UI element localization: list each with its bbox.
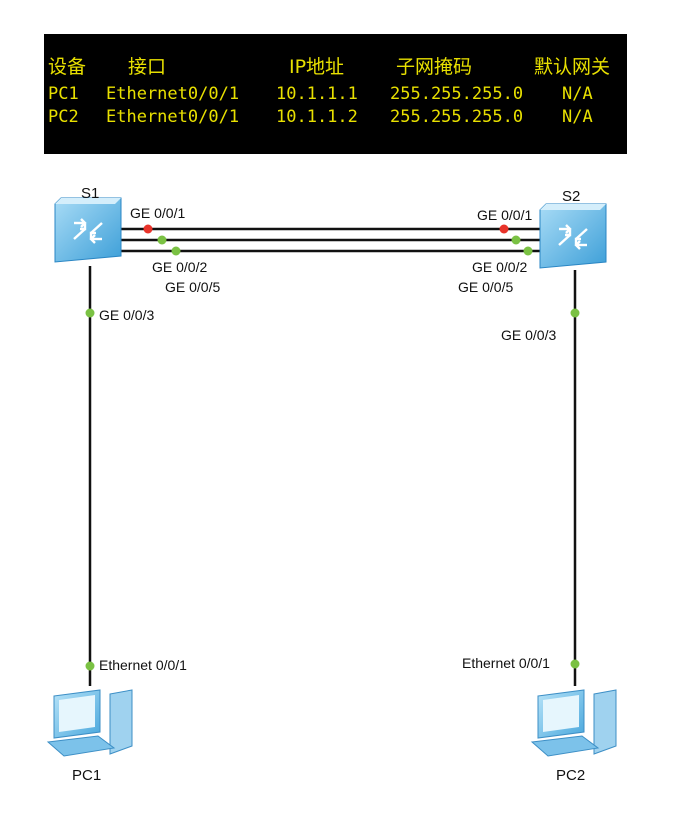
port-status-dot bbox=[85, 661, 95, 671]
port-status-dot bbox=[157, 235, 167, 245]
header-device: 设备 bbox=[48, 56, 87, 78]
row1-device: PC1 bbox=[48, 84, 79, 104]
pc-icon[interactable] bbox=[530, 689, 617, 757]
row2-mask: 255.255.255.0 bbox=[390, 107, 524, 127]
port-status-dot bbox=[511, 235, 521, 245]
port-status-dot bbox=[171, 246, 181, 256]
pc-icon[interactable] bbox=[46, 689, 133, 757]
row1-mask: 255.255.255.0 bbox=[390, 84, 524, 104]
s2-port-ge001-label: GE 0/0/1 bbox=[477, 207, 533, 223]
s2-port-ge002-label: GE 0/0/2 bbox=[472, 259, 528, 275]
s1-port-ge005-label: GE 0/0/5 bbox=[165, 279, 221, 295]
row2-interface: Ethernet0/0/1 bbox=[106, 107, 240, 127]
row2-gateway: N/A bbox=[562, 107, 593, 127]
s2-label: S2 bbox=[562, 188, 581, 205]
s1-port-ge001-label: GE 0/0/1 bbox=[130, 205, 186, 221]
pc1-port-eth-label: Ethernet 0/0/1 bbox=[99, 657, 187, 673]
pc2-label: PC2 bbox=[556, 767, 586, 784]
port-status-dot bbox=[143, 224, 153, 234]
port-status-dot bbox=[570, 659, 580, 669]
port-status-dot bbox=[570, 308, 580, 318]
row2-device: PC2 bbox=[48, 107, 79, 127]
switch-icon[interactable] bbox=[539, 203, 607, 269]
row1-gateway: N/A bbox=[562, 84, 593, 104]
port-status-dot bbox=[499, 224, 509, 234]
s2-port-ge003-label: GE 0/0/3 bbox=[501, 327, 557, 343]
row1-ip: 10.1.1.1 bbox=[276, 84, 358, 104]
header-interface: 接口 bbox=[128, 56, 167, 78]
pc2-port-eth-label: Ethernet 0/0/1 bbox=[462, 655, 550, 671]
s1-port-ge003-label: GE 0/0/3 bbox=[99, 307, 155, 323]
s1-port-ge002-label: GE 0/0/2 bbox=[152, 259, 208, 275]
port-status-dot bbox=[523, 246, 533, 256]
header-subnet-mask: 子网掩码 bbox=[396, 56, 473, 78]
pc1-label: PC1 bbox=[72, 767, 102, 784]
row2-ip: 10.1.1.2 bbox=[276, 107, 358, 127]
port-status-dot bbox=[85, 308, 95, 318]
header-ip-address: IP地址 bbox=[289, 56, 345, 78]
switch-icon[interactable] bbox=[54, 197, 122, 263]
s2-port-ge005-label: GE 0/0/5 bbox=[458, 279, 514, 295]
s1-label: S1 bbox=[81, 185, 100, 202]
row1-interface: Ethernet0/0/1 bbox=[106, 84, 240, 104]
address-table: 设备 接口 IP地址 子网掩码 默认网关 PC1 Ethernet0/0/1 1… bbox=[44, 34, 627, 154]
header-default-gateway: 默认网关 bbox=[534, 56, 611, 78]
